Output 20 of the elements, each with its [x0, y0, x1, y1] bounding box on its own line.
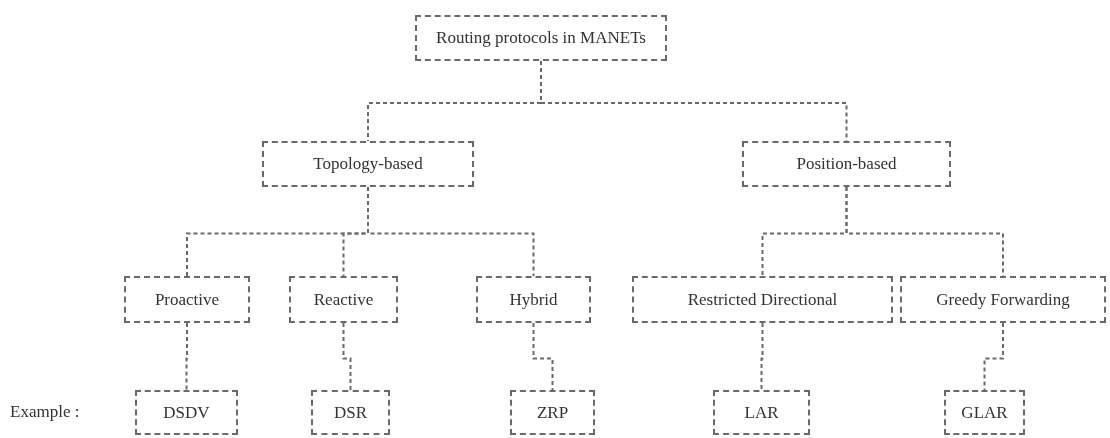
connector-line	[342, 322, 352, 391]
category-box: Restricted Directional	[632, 276, 893, 323]
connector-line	[760, 322, 764, 391]
category-box: DSR	[311, 390, 390, 435]
category-box: Topology-based	[262, 141, 474, 187]
connector-line	[983, 322, 1004, 391]
connector-line	[532, 322, 554, 391]
category-box: GLAR	[944, 390, 1025, 435]
category-box: Position-based	[742, 141, 951, 187]
connector-line	[185, 322, 188, 391]
category-box: DSDV	[135, 390, 238, 435]
connector-line	[367, 186, 535, 277]
category-box: Proactive	[124, 276, 250, 323]
category-box: Routing protocols in MANETs	[415, 15, 667, 61]
category-box: Hybrid	[476, 276, 591, 323]
category-box: Greedy Forwarding	[900, 276, 1106, 323]
row-label: Example :	[10, 402, 80, 422]
category-box: Reactive	[289, 276, 398, 323]
category-box: LAR	[713, 390, 810, 435]
category-box: ZRP	[510, 390, 595, 435]
